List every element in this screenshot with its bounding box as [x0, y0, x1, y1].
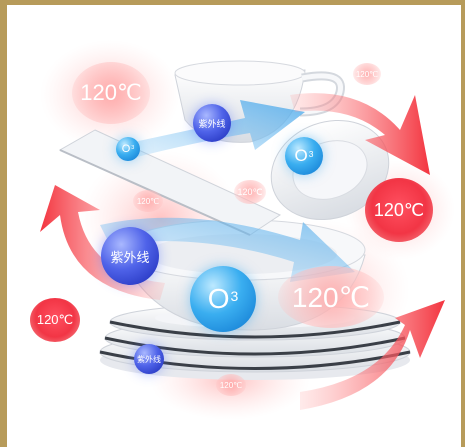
- temperature-badge: 120℃: [216, 374, 246, 396]
- ozone-superscript: 3: [131, 145, 134, 151]
- uv-badge: 紫外线: [101, 227, 159, 285]
- temperature-badge: 120℃: [278, 266, 384, 328]
- temperature-badge: 120℃: [365, 178, 433, 242]
- ozone-label: O: [208, 283, 230, 315]
- uv-badge: 紫外线: [193, 104, 231, 142]
- temperature-badge: 120℃: [234, 180, 266, 204]
- ozone-superscript: 3: [309, 149, 314, 159]
- temperature-badge: 120℃: [30, 298, 80, 342]
- temperature-badge: 120℃: [72, 62, 150, 124]
- ozone-superscript: 3: [230, 288, 238, 304]
- temperature-badge: 120℃: [133, 190, 163, 212]
- ozone-label: O: [295, 146, 308, 166]
- ozone-label: O: [122, 143, 131, 155]
- uv-badge: 紫外线: [134, 344, 164, 374]
- temperature-badge: 120℃: [353, 63, 381, 85]
